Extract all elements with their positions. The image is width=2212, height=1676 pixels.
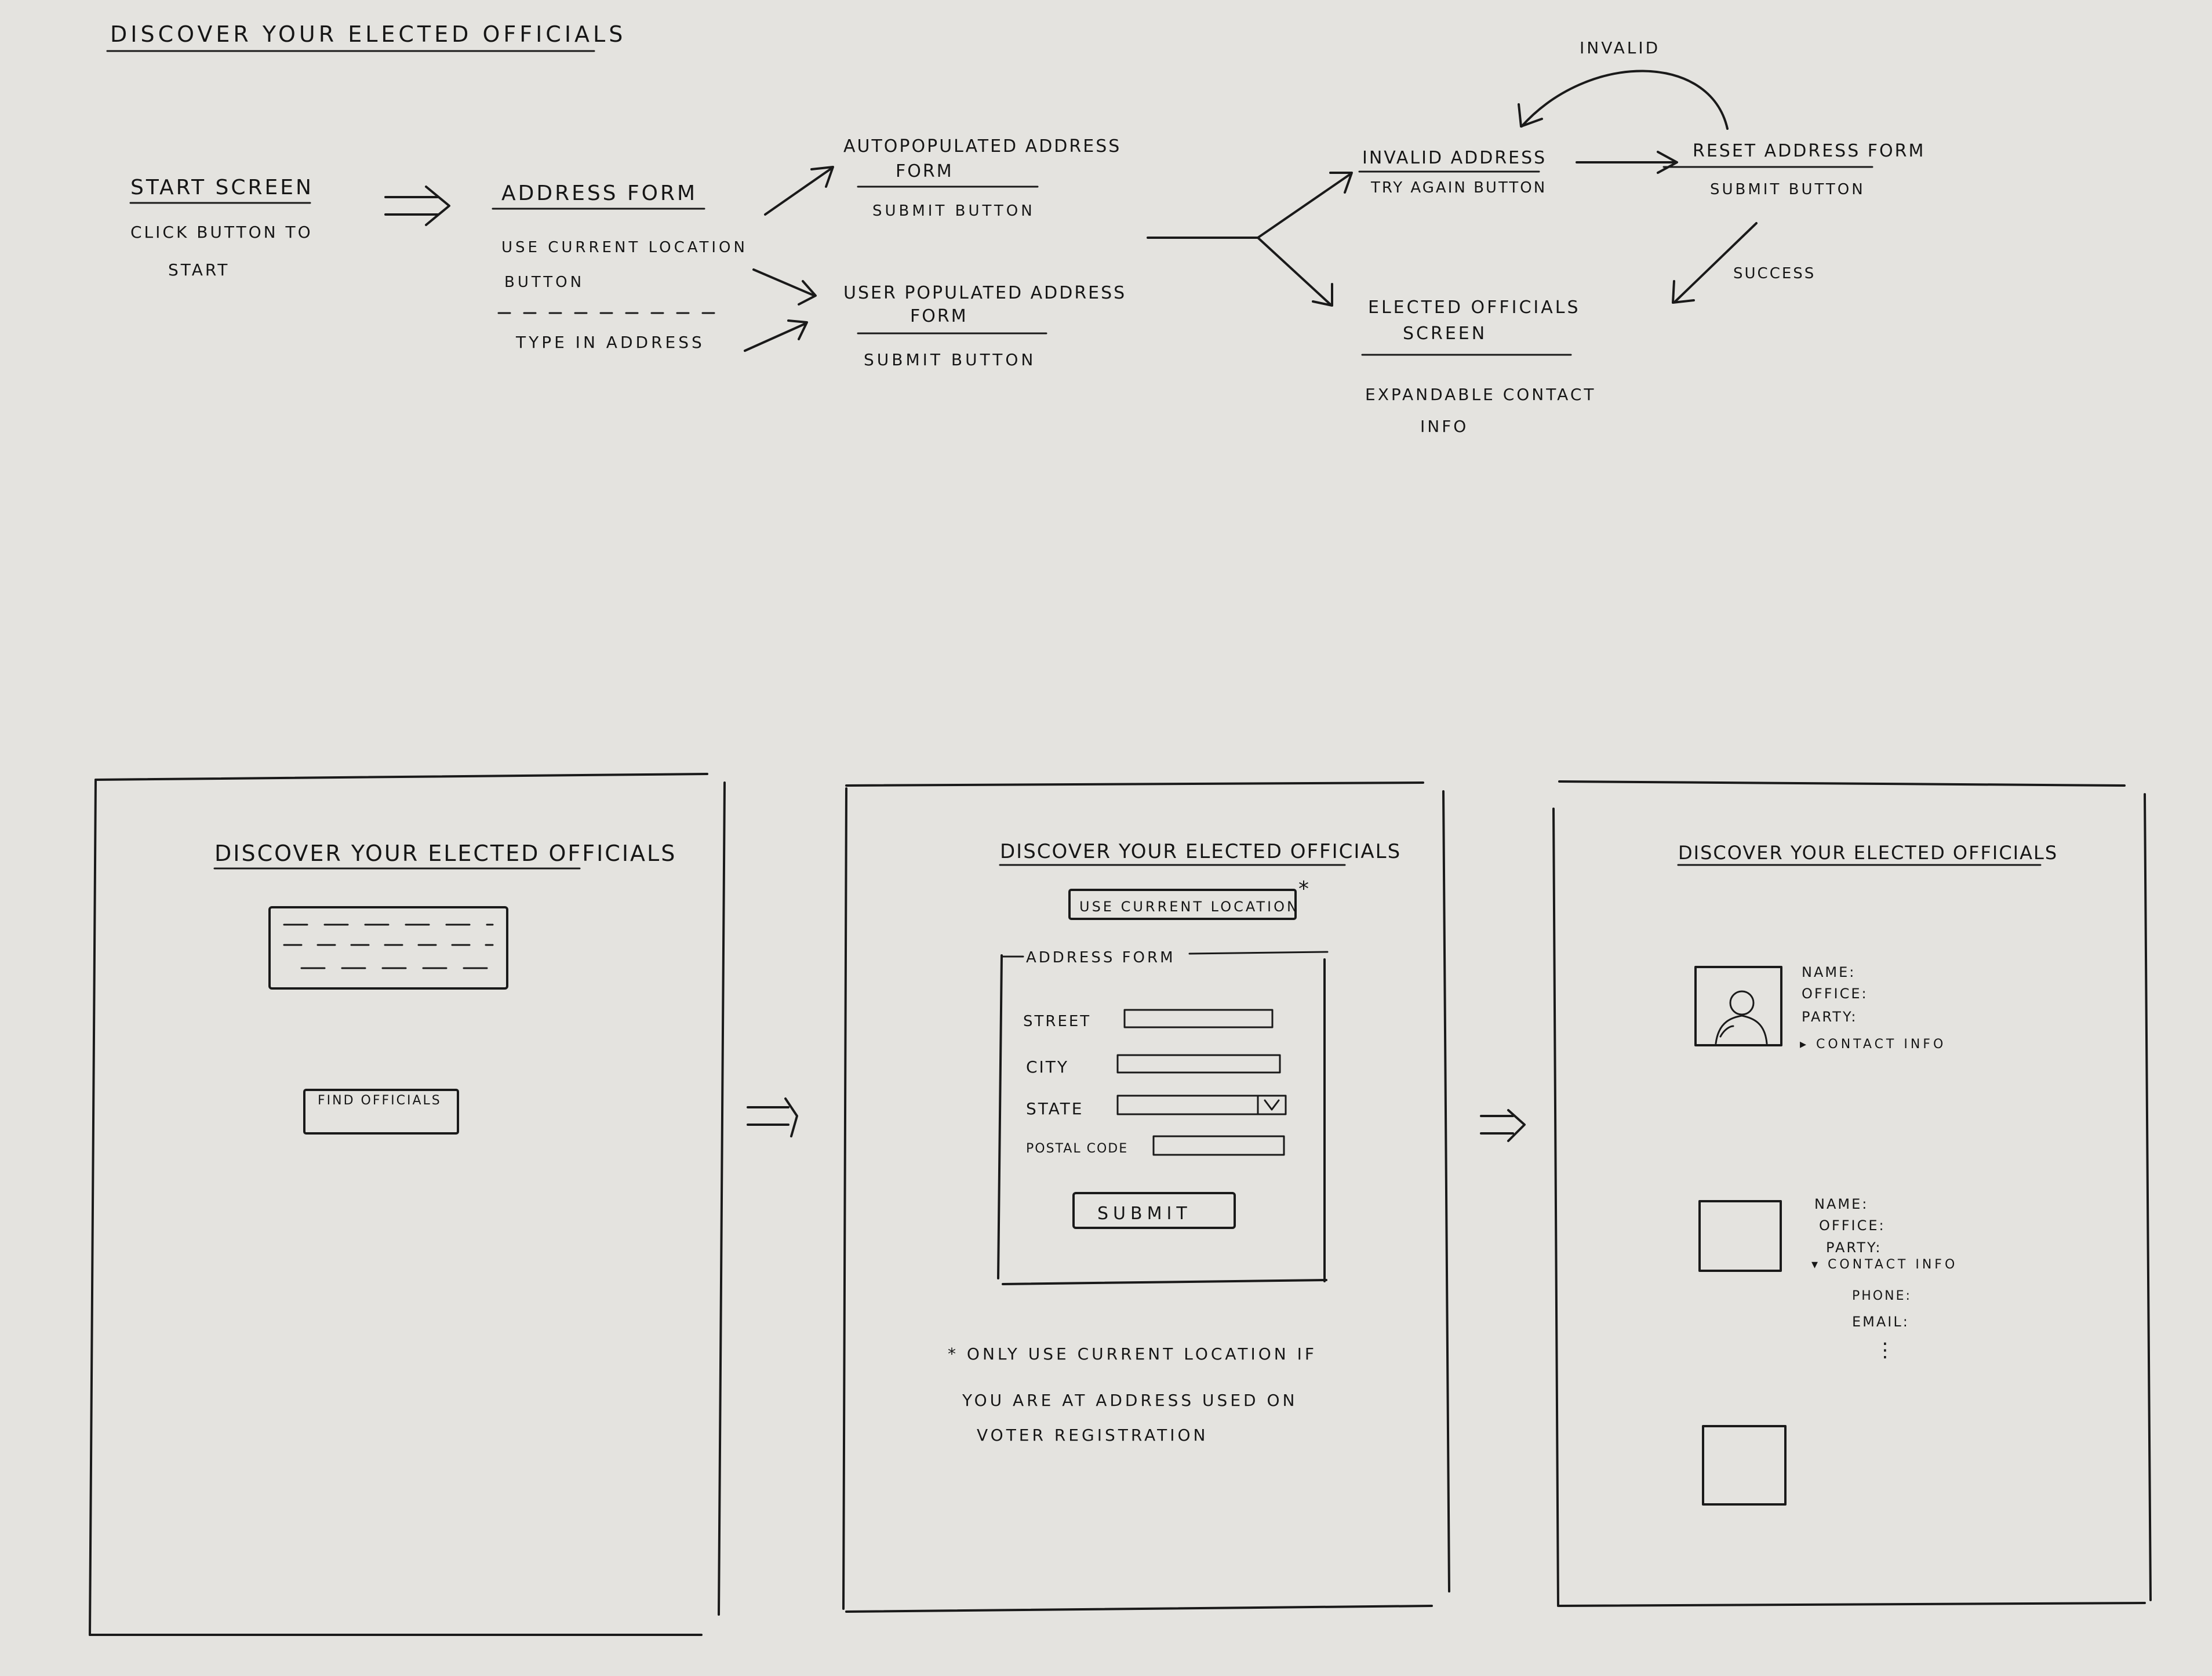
chevron-down-icon bbox=[1264, 1099, 1280, 1111]
contact-info-toggle[interactable]: ▾ Contact Info bbox=[1811, 1257, 1958, 1272]
svg-text:Form: Form bbox=[910, 306, 968, 326]
intro-text-placeholder bbox=[268, 906, 508, 990]
person-photo-icon bbox=[1715, 990, 1768, 1045]
svg-text:Submit: Submit bbox=[1097, 1204, 1192, 1224]
official-card-expanded: Name: Office: Party: ▾ Contact Info Phon… bbox=[1698, 1196, 1958, 1362]
svg-text:Party:: Party: bbox=[1826, 1239, 1882, 1256]
svg-text:Submit Button: Submit Button bbox=[864, 350, 1036, 369]
address-form-fieldset: Address Form Street City State Postal Co… bbox=[997, 949, 1329, 1285]
contact-info-toggle[interactable]: ▸ Contact Info bbox=[1800, 1037, 1946, 1052]
svg-text:Button: Button bbox=[504, 274, 584, 291]
screen-3-title: Discover Your Elected Officials bbox=[1678, 842, 2058, 864]
between-arrow-1 bbox=[747, 1097, 798, 1137]
svg-text:Invalid Address: Invalid Address bbox=[1362, 148, 1547, 168]
screen-1-title: Discover Your Elected Officials bbox=[214, 841, 676, 866]
svg-text:Start Screen: Start Screen bbox=[130, 176, 314, 199]
flow-autopopulated-node: Autopopulated Address Form Submit Button bbox=[843, 136, 1121, 220]
svg-text:Expandable Contact: Expandable Contact bbox=[1365, 385, 1596, 404]
svg-text:User Populated Address: User Populated Address bbox=[843, 283, 1126, 303]
sheet-title: Discover Your Elected Officials bbox=[110, 21, 626, 47]
svg-text:Name:: Name: bbox=[1802, 964, 1856, 980]
svg-text:Address Form: Address Form bbox=[501, 181, 697, 205]
svg-text:Info: Info bbox=[1420, 417, 1468, 436]
address-form-legend: Address Form bbox=[1026, 949, 1176, 966]
official-card: Name: Office: Party: ▸ Contact Info bbox=[1694, 964, 1946, 1052]
city-field[interactable]: City bbox=[1026, 1054, 1281, 1077]
screen-2-title: Discover Your Elected Officials bbox=[1000, 840, 1401, 863]
svg-text:Invalid: Invalid bbox=[1580, 38, 1660, 57]
arrow-to-autopopulated bbox=[764, 166, 834, 216]
arrow-invalid-to-reset bbox=[1576, 151, 1678, 174]
flow-reset-node: Reset Address Form Submit Button bbox=[1662, 141, 1925, 198]
svg-text:Click Button to: Click Button to bbox=[130, 223, 313, 242]
svg-text:Use Current Location: Use Current Location bbox=[501, 239, 748, 256]
svg-text:Reset Address Form: Reset Address Form bbox=[1693, 141, 1925, 161]
find-officials-button[interactable]: Find Officials bbox=[303, 1089, 459, 1135]
success-arrow: Success bbox=[1672, 222, 1816, 304]
use-current-location-button[interactable]: Use Current Location * bbox=[1068, 877, 1309, 920]
svg-text:Start: Start bbox=[168, 260, 230, 279]
submit-button[interactable]: Submit bbox=[1072, 1192, 1236, 1229]
svg-text:State: State bbox=[1026, 1099, 1083, 1118]
svg-text:Screen: Screen bbox=[1403, 323, 1487, 344]
svg-text:Email:: Email: bbox=[1852, 1314, 1909, 1330]
svg-text:you are at address used on: you are at address used on bbox=[962, 1391, 1297, 1410]
flow-address-form-node: Address Form Use Current Location Button… bbox=[492, 181, 748, 352]
invalid-loop-arrow: Invalid bbox=[1518, 38, 1729, 130]
arrow-to-user-populated bbox=[744, 268, 817, 352]
svg-text:Street: Street bbox=[1023, 1013, 1091, 1030]
svg-text:City: City bbox=[1026, 1057, 1069, 1077]
svg-text:Find Officials: Find Officials bbox=[318, 1093, 442, 1108]
svg-text:Autopopulated Address: Autopopulated Address bbox=[843, 136, 1121, 157]
screen-1-start: Discover Your Elected Officials Find Off… bbox=[89, 773, 726, 1636]
svg-text:Try Again Button: Try Again Button bbox=[1370, 179, 1547, 197]
svg-text:Elected Officials: Elected Officials bbox=[1368, 297, 1581, 318]
svg-text:Name:: Name: bbox=[1814, 1196, 1868, 1212]
svg-text:Phone:: Phone: bbox=[1852, 1289, 1912, 1303]
svg-text:Office:: Office: bbox=[1802, 986, 1868, 1002]
svg-text:Submit Button: Submit Button bbox=[1710, 181, 1865, 198]
svg-text:Type in Address: Type in Address bbox=[515, 333, 705, 352]
svg-text:Use Current Location: Use Current Location bbox=[1079, 899, 1300, 915]
location-footnote: * Only use current location if you are a… bbox=[948, 1344, 1317, 1445]
state-select[interactable]: State bbox=[1026, 1095, 1287, 1118]
screen-2-address-form: Discover Your Elected Officials Use Curr… bbox=[842, 781, 1450, 1613]
double-arrow-icon bbox=[384, 186, 450, 226]
flow-user-populated-node: User Populated Address Form Submit Butto… bbox=[843, 283, 1126, 369]
screen-3-officials: Discover Your Elected Officials Name: Of… bbox=[1552, 780, 2152, 1607]
flow-invalid-node: Invalid Address Try Again Button bbox=[1358, 148, 1547, 197]
svg-text:Success: Success bbox=[1733, 265, 1816, 282]
official-card-placeholder bbox=[1702, 1425, 1787, 1506]
svg-text:Submit Button: Submit Button bbox=[872, 202, 1035, 220]
svg-text:*: * bbox=[1298, 877, 1309, 901]
svg-text:Form: Form bbox=[896, 161, 954, 181]
between-arrow-2 bbox=[1480, 1109, 1526, 1142]
svg-text:voter registration: voter registration bbox=[977, 1426, 1208, 1445]
flow-start-node: Start Screen Click Button to Start bbox=[129, 176, 314, 279]
svg-text:Office:: Office: bbox=[1819, 1217, 1886, 1234]
street-field[interactable]: Street bbox=[1023, 1009, 1274, 1030]
svg-text:⋮: ⋮ bbox=[1875, 1339, 1895, 1362]
flow-officials-node: Elected Officials Screen Expandable Cont… bbox=[1361, 297, 1596, 436]
postal-code-field[interactable]: Postal Code bbox=[1026, 1135, 1285, 1156]
svg-text:* Only use current location if: * Only use current location if bbox=[948, 1344, 1317, 1364]
svg-text:Party:: Party: bbox=[1802, 1009, 1858, 1025]
flow-branch bbox=[1147, 172, 1353, 307]
svg-text:Postal Code: Postal Code bbox=[1026, 1141, 1128, 1156]
